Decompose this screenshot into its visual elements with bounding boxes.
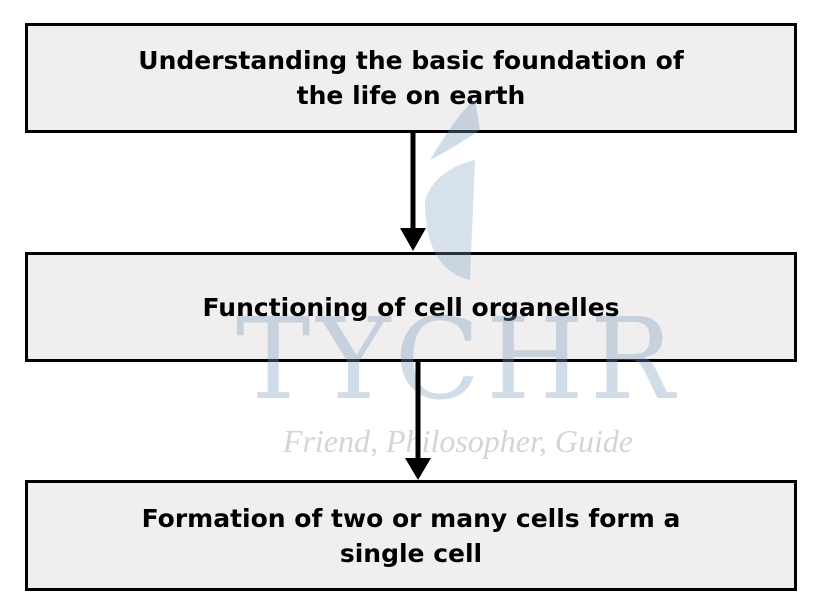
step-2-label: Functioning of cell organelles: [202, 292, 620, 322]
arrow-2-to-3: [405, 362, 431, 480]
flow-step-3: Formation of two or many cells form a si…: [25, 480, 797, 591]
step-3-label: Formation of two or many cells form a si…: [141, 503, 681, 568]
flow-step-1: Understanding the basic foundation of th…: [25, 23, 797, 133]
step-1-label: Understanding the basic foundation of th…: [138, 46, 684, 110]
watermark-logo-icon: [425, 100, 480, 280]
arrow-1-to-2: [400, 133, 426, 251]
flow-step-2: Functioning of cell organelles: [25, 252, 797, 362]
